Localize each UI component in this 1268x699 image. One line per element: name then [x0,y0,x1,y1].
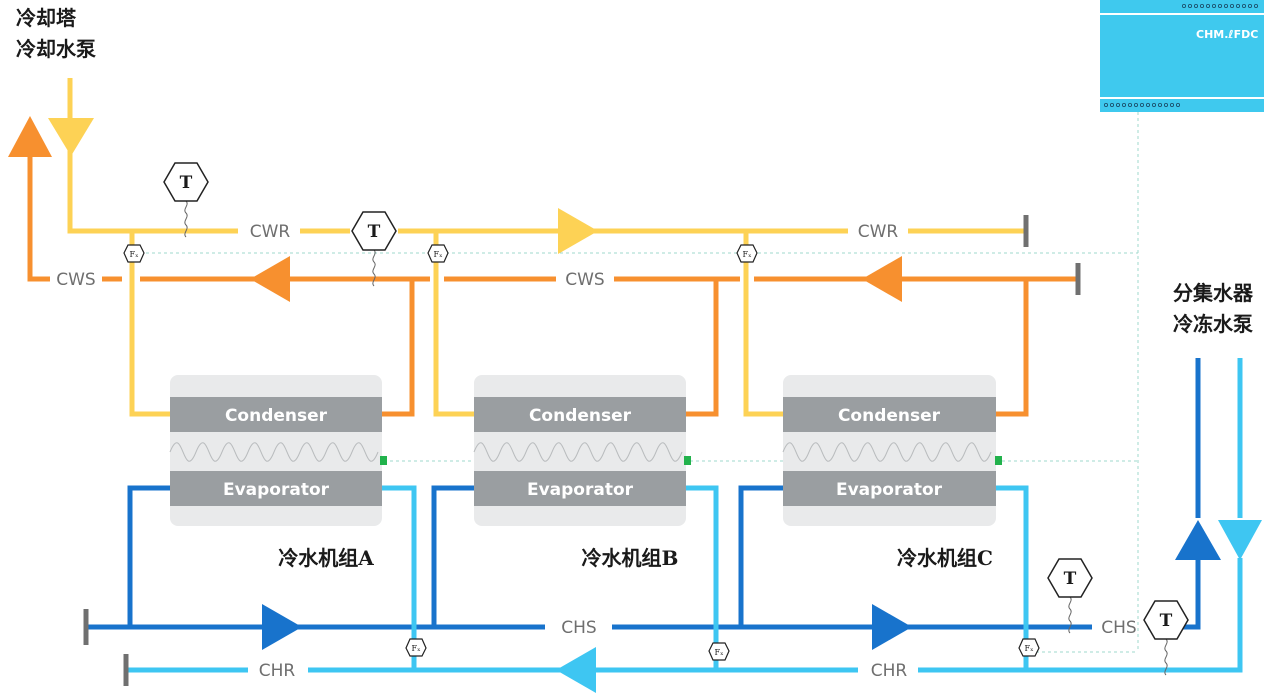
temperature-sensor[interactable]: T [1047,558,1093,634]
unit-c-name: 冷水机组C [897,546,993,570]
coil-icon [473,442,683,462]
svg-text:Fₓ: Fₓ [130,250,139,259]
cwr-label-1: CWR [250,222,291,242]
flow-sensor[interactable]: Fₓ [405,638,427,657]
cwr-label-2: CWR [858,222,899,242]
svg-text:Fₓ: Fₓ [1025,644,1034,653]
flow-sensor[interactable]: Fₓ [1018,638,1040,657]
chiller-unit-b[interactable]: Condenser Evaporator [473,375,691,526]
evaporator-label: Evaporator [527,480,634,500]
chs-label-2: CHS [1101,618,1136,638]
chiller-unit-c[interactable]: Condenser Evaporator [782,375,1002,526]
svg-text:T: T [180,173,193,193]
chs-label-1: CHS [561,618,596,638]
temperature-sensor[interactable]: T [351,211,397,287]
chiller-unit-a[interactable]: Condenser Evaporator [169,375,387,526]
svg-text:T: T [368,222,381,242]
svg-text:T: T [1064,569,1077,589]
cwr-pipe [67,78,1026,417]
cws-label-2: CWS [565,270,604,290]
cooling-pump-label: 冷却水泵 [16,37,96,61]
signal-lines [140,112,1139,653]
chs-pipe [86,358,1201,630]
svg-text:Fₓ: Fₓ [743,250,752,259]
cws-flow-arrow-1 [250,256,290,302]
cws-label-1: CWS [56,270,95,290]
status-led [380,456,387,465]
controller-box[interactable]: CHM.ℓFDC [1100,0,1264,112]
cws-flow-arrow-2 [862,256,902,302]
chr-pipe [126,358,1243,673]
chr-label-1: CHR [259,661,296,681]
chr-flow-arrow [556,647,596,693]
flow-sensor[interactable]: Fₓ [708,642,730,661]
condenser-label: Condenser [838,406,941,426]
status-led [995,456,1002,465]
svg-text:Fₓ: Fₓ [412,644,421,653]
status-led [684,456,691,465]
chr-inlet-arrow [1218,520,1262,560]
flow-sensor[interactable]: Fₓ [736,244,758,263]
svg-text:Fₓ: Fₓ [715,648,724,657]
evaporator-label: Evaporator [223,480,330,500]
coil-icon [169,442,379,462]
cws-outlet-arrow [8,116,52,157]
manifold-label: 分集水器 [1173,281,1254,305]
unit-b-name: 冷水机组B [582,546,679,570]
flow-sensor[interactable]: Fₓ [123,244,145,263]
flow-sensor[interactable]: Fₓ [427,244,449,263]
coil-icon [782,442,992,462]
chs-flow-arrow-2 [872,604,912,650]
temperature-sensor[interactable]: T [1143,600,1189,676]
controller-label: CHM.ℓFDC [1196,28,1258,41]
unit-a-name: 冷水机组A [278,546,374,570]
temperature-sensor[interactable]: T [163,162,209,238]
svg-text:Fₓ: Fₓ [434,250,443,259]
svg-text:T: T [1160,611,1173,631]
controller-dots-top [1182,4,1259,9]
cwr-flow-arrow [558,208,598,254]
chs-flow-arrow-1 [262,604,302,650]
chilled-pump-label: 冷冻水泵 [1173,312,1253,336]
chr-label-2: CHR [871,661,908,681]
condenser-label: Condenser [529,406,632,426]
cooling-tower-label: 冷却塔 [16,6,77,30]
chs-outlet-arrow [1175,520,1221,560]
condenser-label: Condenser [225,406,328,426]
controller-dots-bottom [1104,103,1181,108]
cwr-inlet-arrow [48,118,94,156]
evaporator-label: Evaporator [836,480,943,500]
